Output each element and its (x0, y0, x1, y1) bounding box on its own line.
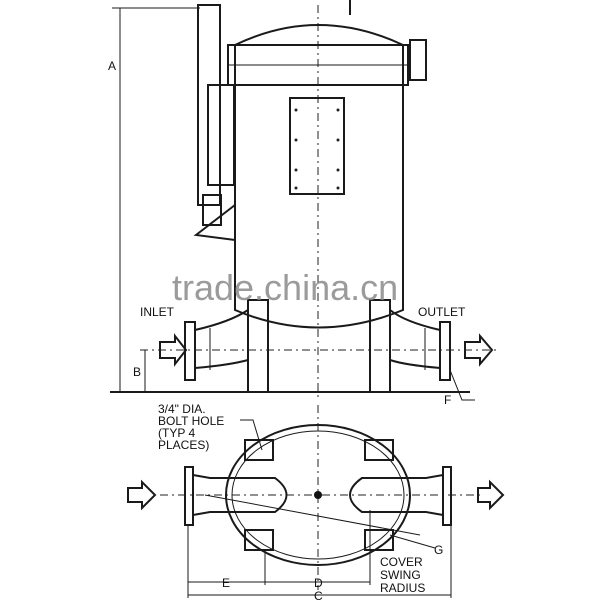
bolt-pad (364, 439, 394, 461)
cover-swing-line-2: SWING (380, 568, 421, 582)
outlet-flange (439, 321, 451, 381)
outlet-arrow-icon (477, 479, 505, 511)
outlet-arrow-icon (464, 333, 494, 367)
inlet-arrow-icon (159, 333, 188, 367)
bolt-pad (244, 529, 274, 551)
bolt-hole-line-4: PLACES) (158, 438, 209, 452)
dim-c-label: C (314, 589, 323, 600)
dim-g-label: G (434, 543, 443, 557)
bolt-hole-line-3: (TYP 4 (158, 426, 195, 440)
leg-right (369, 299, 391, 393)
leg-left (247, 299, 269, 393)
bolt-hole-line-2: BOLT HOLE (158, 414, 224, 428)
bolt-pad (364, 529, 394, 551)
watermark: trade.china.cn (172, 267, 398, 308)
dim-a-label: A (108, 59, 116, 73)
elevation-view (110, 0, 500, 401)
plan-view (127, 405, 505, 598)
davit-arm (197, 4, 221, 206)
outlet-label: OUTLET (418, 305, 466, 319)
cover-swing-line-3: RADIUS (380, 581, 425, 595)
inlet-arrow-icon (127, 479, 157, 511)
inlet-flange (184, 321, 196, 381)
cover-swing-line-1: COVER (380, 555, 423, 569)
nameplate (289, 97, 345, 195)
pressure-gauge (409, 39, 427, 81)
dim-b-label: B (133, 365, 141, 379)
inlet-label: INLET (140, 305, 175, 319)
dim-f-label: F (444, 393, 451, 407)
dim-e-label: E (222, 576, 230, 590)
vessel-body (234, 24, 404, 329)
bolt-hole-line-1: 3/4" DIA. (158, 402, 206, 416)
dim-d-label: D (314, 576, 323, 590)
